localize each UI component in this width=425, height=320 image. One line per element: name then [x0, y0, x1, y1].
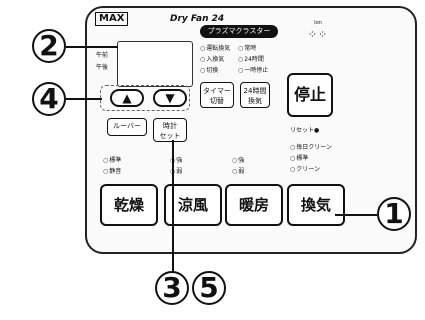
timer-switch-button[interactable]: タイマー 切替 — [200, 82, 234, 108]
callout-1: 1 — [377, 197, 411, 231]
ventilation-button[interactable]: 換気 — [287, 184, 345, 226]
mode-quiet: 静音 — [103, 166, 121, 175]
brand-logo: MAX — [95, 12, 129, 26]
lcd-label-am: 午前 — [96, 52, 109, 59]
indicator-intake: 入換気 — [200, 54, 224, 63]
callout-4: 4 — [32, 82, 66, 116]
indicator-24h: 24時間 — [238, 54, 264, 63]
ventilation-24h-label: 24時間 換気 — [243, 87, 267, 105]
model-name: Dry Fan 24 — [170, 14, 225, 24]
louver-button[interactable]: ルーバー — [107, 118, 147, 136]
indicator-switch: 切換 — [200, 65, 218, 74]
vent-standard: 標準 — [290, 153, 308, 162]
callout-line-1 — [335, 214, 377, 216]
callout-2: 2 — [32, 29, 66, 63]
vent-daily-clean: 毎日クリーン — [290, 142, 332, 151]
down-arrow-button[interactable]: ▼ — [153, 89, 187, 107]
lcd-display — [117, 41, 193, 87]
clock-set-button[interactable]: 時計 セット — [153, 118, 187, 142]
cool-weak: 弱 — [170, 166, 182, 175]
stop-button[interactable]: 停止 — [287, 73, 333, 117]
indicator-operation: 運転換気 — [200, 43, 230, 52]
callout-line-3 — [172, 140, 174, 272]
callout-line-4 — [66, 98, 102, 100]
mode-standard: 標準 — [103, 155, 121, 164]
heating-button[interactable]: 暖房 — [225, 184, 283, 226]
heat-weak: 弱 — [232, 166, 244, 175]
cool-strong: 強 — [170, 155, 182, 164]
clock-set-label: 時計 セット — [159, 122, 181, 140]
ventilation-24h-button[interactable]: 24時間 換気 — [240, 82, 270, 108]
logo-text: Ion — [314, 20, 322, 26]
dry-button[interactable]: 乾燥 — [100, 184, 158, 226]
lcd-label-pm: 午後 — [96, 64, 109, 71]
triangle-down-icon: ▼ — [165, 91, 175, 105]
plasma-cluster-badge: プラズマクラスター — [200, 25, 278, 38]
timer-switch-label: タイマー 切替 — [203, 87, 231, 105]
triangle-up-icon: ▲ — [122, 91, 132, 105]
callout-3: 3 — [155, 271, 189, 305]
callout-line-2 — [66, 46, 118, 48]
ion-logo-icon: Ion⁘⁘ — [302, 18, 334, 46]
callout-5: 5 — [192, 271, 226, 305]
indicator-always: 常時 — [238, 43, 256, 52]
vent-clean: クリーン — [290, 164, 320, 173]
indicator-pause: 一時停止 — [238, 65, 268, 74]
up-arrow-button[interactable]: ▲ — [110, 89, 144, 107]
reset-label: リセット● — [290, 127, 320, 134]
heat-strong: 強 — [232, 155, 244, 164]
